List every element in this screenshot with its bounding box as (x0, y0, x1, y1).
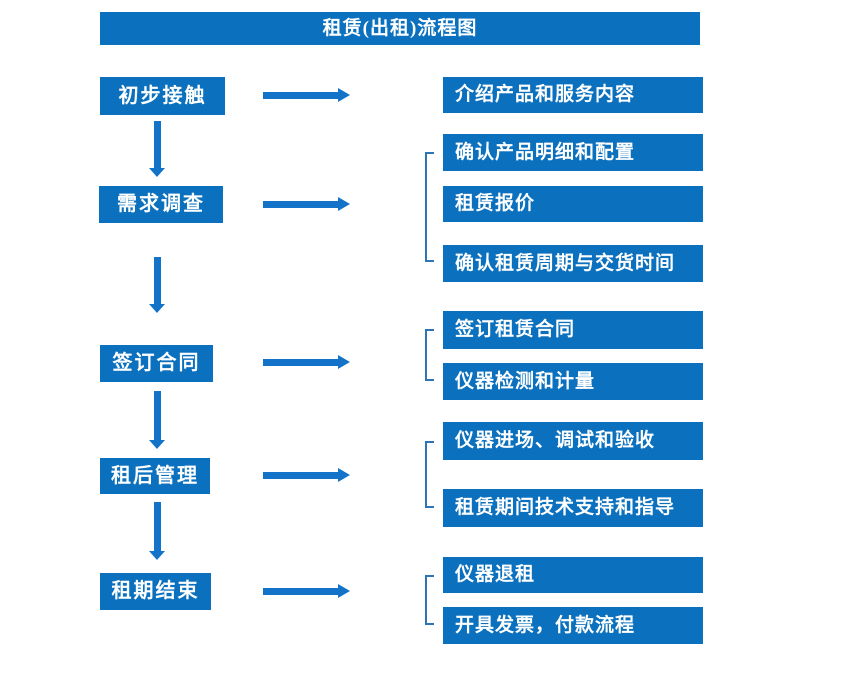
down-arrow-stem (154, 391, 161, 440)
detail-box-tech-support: 租赁期间技术支持和指导 (443, 489, 703, 527)
right-arrow-head (338, 355, 350, 369)
right-arrow-head (338, 584, 350, 598)
down-arrow-stem (154, 121, 161, 168)
step-box-sign-contract: 签订合同 (100, 345, 213, 382)
right-arrow-stem (263, 92, 338, 99)
step-box-demand-survey: 需求调查 (99, 186, 223, 223)
detail-box-instrument-testing: 仪器检测和计量 (443, 363, 703, 400)
down-arrow-head (149, 168, 165, 177)
right-arrow-icon-3 (263, 355, 350, 370)
down-arrow-icon-1 (149, 121, 166, 177)
right-arrow-head (338, 88, 350, 102)
detail-box-rental-quote: 租赁报价 (443, 186, 703, 222)
detail-box-confirm-product-config: 确认产品明细和配置 (443, 134, 703, 171)
right-arrow-stem (263, 201, 338, 208)
right-arrow-stem (263, 588, 338, 595)
right-arrow-head (338, 197, 350, 211)
detail-box-introduce-products: 介绍产品和服务内容 (443, 77, 703, 113)
right-arrow-stem (263, 359, 338, 366)
right-arrow-icon-2 (263, 197, 350, 212)
down-arrow-icon-3 (149, 391, 166, 449)
down-arrow-head (149, 304, 165, 313)
down-arrow-stem (154, 257, 161, 304)
down-arrow-icon-4 (149, 502, 166, 560)
flowchart-title: 租赁(出租)流程图 (100, 12, 700, 45)
down-arrow-head (149, 440, 165, 449)
detail-box-confirm-period-delivery: 确认租赁周期与交货时间 (443, 245, 703, 282)
group-bracket-rental-end (425, 575, 434, 625)
right-arrow-icon-1 (263, 88, 350, 103)
detail-box-instrument-return: 仪器退租 (443, 557, 703, 593)
down-arrow-head (149, 551, 165, 560)
detail-box-invoice-payment: 开具发票，付款流程 (443, 607, 703, 644)
group-bracket-sign-contract (425, 329, 434, 381)
step-box-post-rental-management: 租后管理 (100, 458, 210, 494)
right-arrow-head (338, 468, 350, 482)
down-arrow-stem (154, 502, 161, 551)
step-box-initial-contact: 初步接触 (100, 77, 225, 115)
group-bracket-post-rental (425, 441, 434, 508)
right-arrow-icon-4 (263, 468, 350, 483)
detail-box-instrument-entry-acceptance: 仪器进场、调试和验收 (443, 422, 703, 460)
group-bracket-demand-survey (425, 152, 434, 262)
detail-box-sign-rental-contract: 签订租赁合同 (443, 311, 703, 349)
down-arrow-icon-2 (149, 257, 166, 313)
right-arrow-stem (263, 472, 338, 479)
right-arrow-icon-5 (263, 584, 350, 599)
step-box-rental-end: 租期结束 (100, 573, 211, 610)
